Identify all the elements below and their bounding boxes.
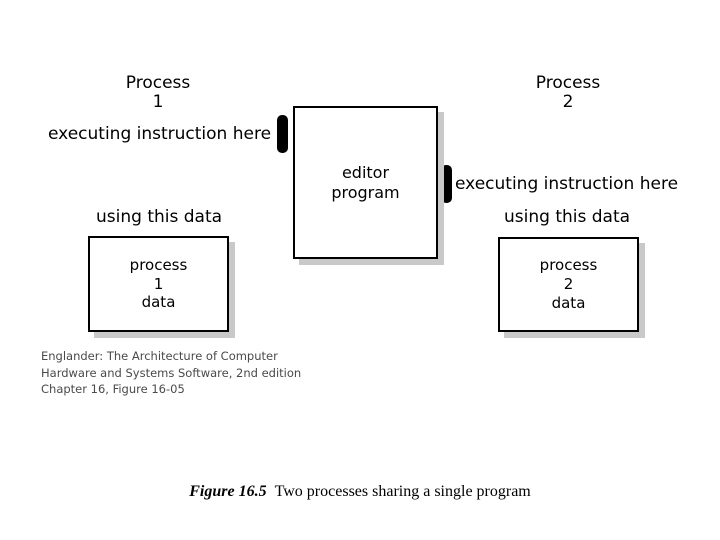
attribution-line-1: Englander: The Architecture of Computer <box>41 349 278 363</box>
process-1-title-line2: 1 <box>152 92 164 113</box>
process-1-title: Process 1 <box>98 73 218 113</box>
process-1-data-line3: data <box>141 293 176 312</box>
attribution-line-3: Chapter 16, Figure 16-05 <box>41 382 185 397</box>
process-2-title-line1: Process <box>535 73 601 93</box>
process-2-data-line3: data <box>551 293 586 312</box>
process-2-instruction-pointer-icon <box>441 165 452 203</box>
figure-caption-text: Two processes sharing a single program <box>274 483 531 500</box>
process-2-title-line2: 2 <box>562 92 574 113</box>
figure-caption: Figure 16.5 Two processes sharing a sing… <box>0 483 720 501</box>
process-2-title: Process 2 <box>508 73 628 113</box>
process-1-data-line1: process <box>129 255 188 274</box>
process-2-using-data-label: using this data <box>504 207 631 227</box>
process-2-data-box: process 2 data <box>498 237 639 332</box>
editor-program-box: editor program <box>293 106 438 259</box>
process-2-data-line1: process <box>539 256 598 275</box>
editor-program-line1: editor <box>341 162 390 182</box>
attribution-line-2: Hardware and Systems Software, 2nd editi… <box>41 365 302 380</box>
attribution-block: Englander: The Architecture of Computer … <box>41 348 301 398</box>
process-1-title-line1: Process <box>125 73 191 93</box>
process-1-data-box: process 1 data <box>88 236 229 332</box>
process-1-instruction-pointer-icon <box>277 115 288 153</box>
editor-program-line2: program <box>331 182 400 202</box>
process-2-executing-label: executing instruction here <box>455 174 679 194</box>
process-1-using-data-label: using this data <box>96 207 223 227</box>
figure-number: Figure 16.5 <box>189 483 267 500</box>
process-1-executing-label: executing instruction here <box>48 124 272 144</box>
process-2-data-line2: 2 <box>563 275 574 294</box>
process-1-data-line2: 1 <box>153 274 164 293</box>
